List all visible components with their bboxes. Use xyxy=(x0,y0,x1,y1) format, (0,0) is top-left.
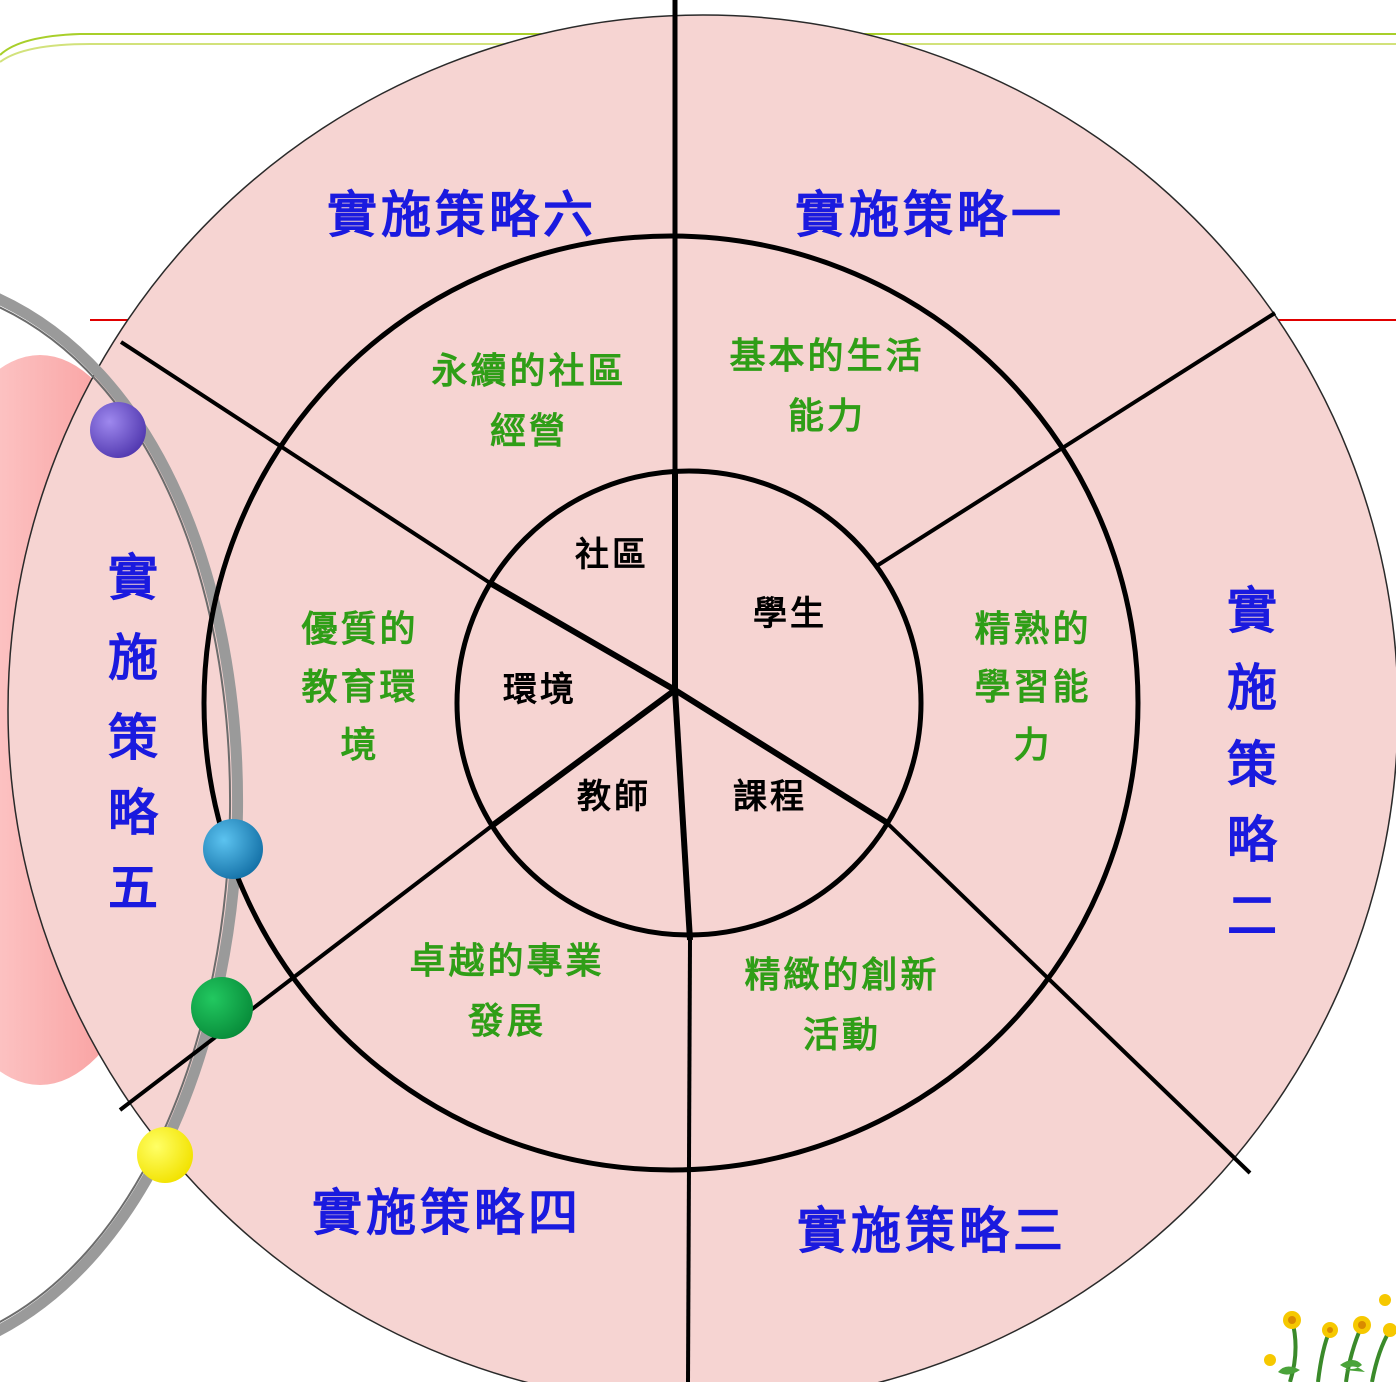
svg-text:經營: 經營 xyxy=(490,410,568,452)
purple-dot xyxy=(90,402,146,458)
grey-arc-shadow xyxy=(0,306,231,1323)
svg-text:策: 策 xyxy=(1227,735,1277,794)
svg-text:實: 實 xyxy=(1227,581,1277,640)
middle-sector-three: 精緻的創新 活動 xyxy=(744,954,939,1056)
svg-text:精緻的創新: 精緻的創新 xyxy=(744,954,939,996)
strategy-two-label: 實 施 策 略 二 xyxy=(1227,581,1278,945)
svg-text:境: 境 xyxy=(340,724,379,766)
flower-bouquet-icon xyxy=(1264,1294,1396,1382)
svg-text:施: 施 xyxy=(108,628,158,687)
svg-text:實: 實 xyxy=(108,548,158,607)
svg-text:施: 施 xyxy=(1227,658,1277,717)
strategy-one-label: 實施策略一 xyxy=(795,185,1065,244)
svg-text:略: 略 xyxy=(1227,810,1278,869)
yellow-dot xyxy=(137,1127,193,1183)
inner-environment-label: 環境 xyxy=(503,670,577,710)
middle-ring xyxy=(201,233,1141,1173)
inner-community-label: 社區 xyxy=(575,535,649,575)
svg-text:精熟的: 精熟的 xyxy=(974,608,1091,650)
inner-curriculum-label: 課程 xyxy=(733,777,807,817)
sector-dividers xyxy=(118,0,1277,1382)
svg-text:卓越的專業: 卓越的專業 xyxy=(409,940,604,982)
middle-sector-four: 卓越的專業 發展 xyxy=(409,940,604,1042)
svg-text:二: 二 xyxy=(1227,886,1277,945)
strategy-three-label: 實施策略三 xyxy=(797,1201,1067,1260)
svg-text:五: 五 xyxy=(108,858,158,917)
strategy-six-label: 實施策略六 xyxy=(327,185,597,244)
svg-text:活動: 活動 xyxy=(803,1014,881,1056)
outer-ring xyxy=(7,14,1396,1382)
svg-text:力: 力 xyxy=(1013,724,1052,766)
svg-text:發展: 發展 xyxy=(467,1000,546,1042)
strategy-five-label: 實 施 策 略 五 xyxy=(108,548,159,917)
svg-text:永續的社區: 永續的社區 xyxy=(431,350,626,392)
inner-student-label: 學生 xyxy=(753,594,827,634)
svg-text:能力: 能力 xyxy=(788,395,866,437)
svg-text:學習能: 學習能 xyxy=(974,666,1091,708)
middle-sector-six: 永續的社區 經營 xyxy=(431,350,626,452)
svg-text:優質的: 優質的 xyxy=(300,608,418,650)
svg-text:教育環: 教育環 xyxy=(301,666,418,708)
inner-teacher-label: 教師 xyxy=(577,777,651,817)
svg-text:策: 策 xyxy=(108,708,158,767)
svg-text:基本的生活: 基本的生活 xyxy=(729,335,924,377)
svg-text:略: 略 xyxy=(108,783,159,842)
strategy-four-label: 實施策略四 xyxy=(312,1183,582,1242)
middle-sector-one: 基本的生活 能力 xyxy=(729,335,924,437)
middle-sector-two: 精熟的 學習能 力 xyxy=(974,608,1091,766)
green-dot xyxy=(191,977,253,1039)
blue-dot xyxy=(203,819,263,879)
grey-arc xyxy=(0,293,244,1336)
middle-sector-five: 優質的 教育環 境 xyxy=(300,608,418,766)
header-rules xyxy=(0,33,1396,63)
